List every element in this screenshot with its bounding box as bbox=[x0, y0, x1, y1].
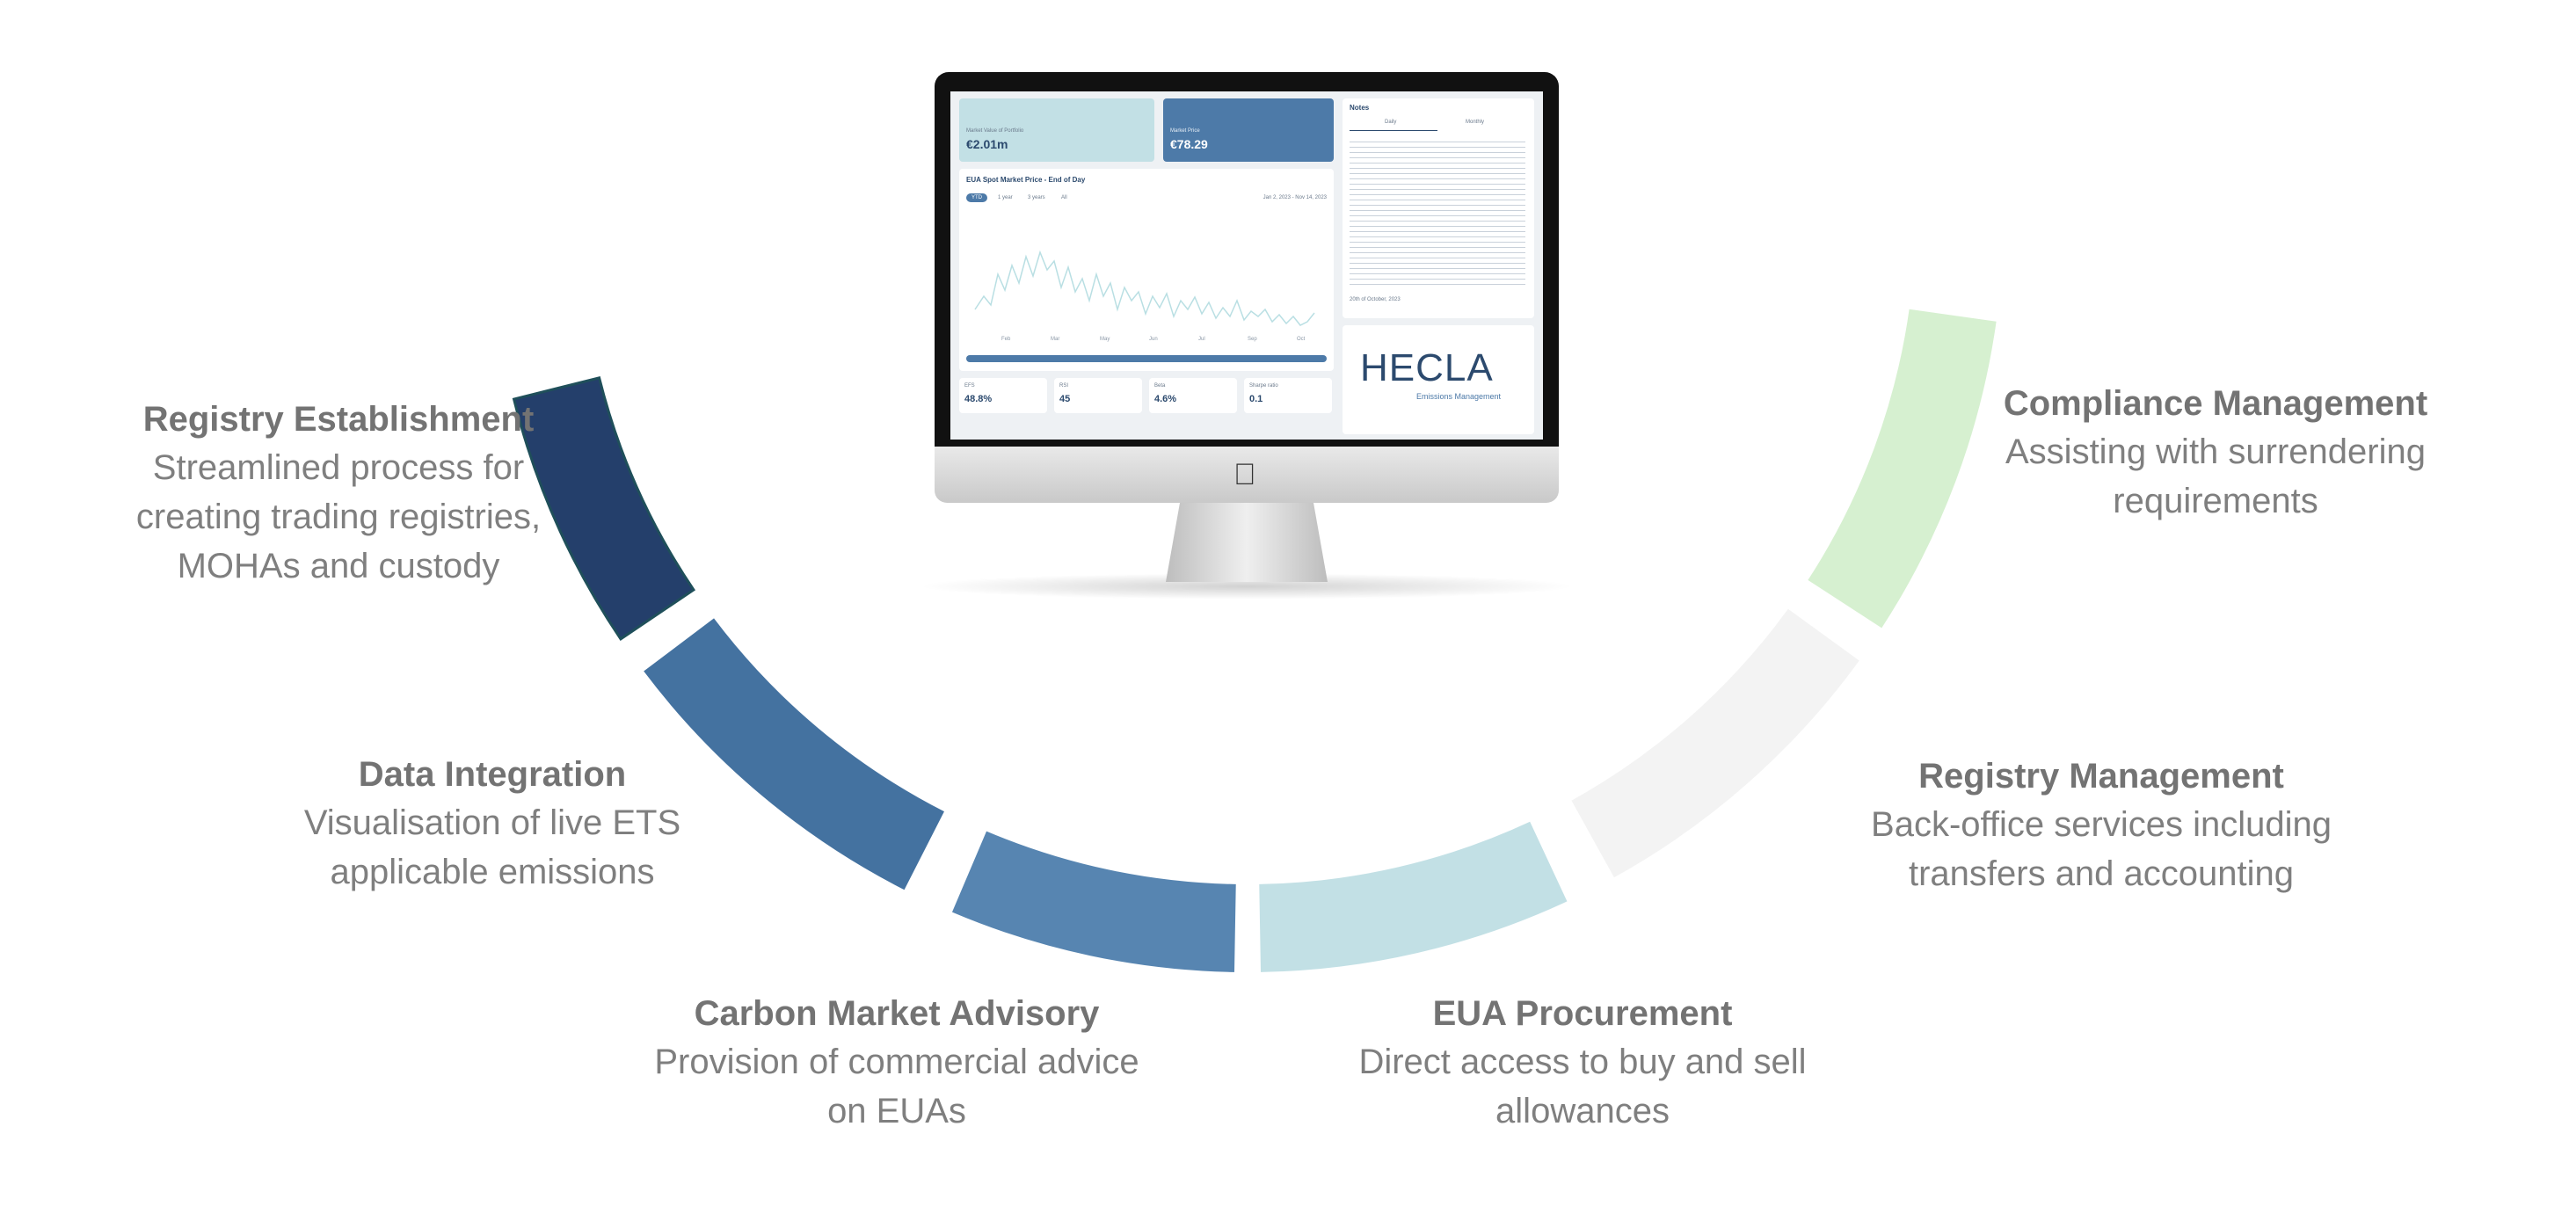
stat-card: EFS 48.8% bbox=[959, 378, 1047, 413]
x-tick-label: May bbox=[1100, 337, 1110, 342]
label-carbon-market-advisory: Carbon Market Advisory Provision of comm… bbox=[615, 990, 1178, 1136]
arc-segment-registry-management bbox=[1571, 608, 1859, 878]
x-tick-label: Oct bbox=[1297, 337, 1306, 342]
monitor-chin bbox=[935, 447, 1559, 503]
range-tab-all[interactable]: All bbox=[1061, 195, 1067, 200]
x-tick-label: Jun bbox=[1149, 337, 1158, 342]
data-integration-title: Data Integration bbox=[358, 755, 627, 794]
stat-label: Beta bbox=[1154, 383, 1166, 389]
eua-procurement-title: EUA Procurement bbox=[1432, 994, 1733, 1033]
chart-title: EUA Spot Market Price - End of Day bbox=[966, 176, 1086, 184]
stat-card: Sharpe ratio 0.1 bbox=[1244, 378, 1332, 413]
notes-date: 20th of October, 2023 bbox=[1350, 297, 1401, 302]
price-line bbox=[974, 250, 1315, 326]
registry-establishment-title: Registry Establishment bbox=[142, 400, 535, 439]
x-tick-label: Mar bbox=[1051, 337, 1059, 342]
compliance-management-desc-1: Assisting with surrendering bbox=[2005, 432, 2426, 471]
registry-establishment-desc-3: MOHAs and custody bbox=[177, 547, 500, 585]
arc-segment-registry-establishment bbox=[512, 376, 696, 641]
compliance-management-desc-2: requirements bbox=[2113, 482, 2318, 520]
monitor-stand bbox=[1166, 503, 1328, 582]
arc-segment-eua-procurement bbox=[1259, 821, 1568, 972]
carbon-market-advisory-title: Carbon Market Advisory bbox=[694, 994, 1100, 1033]
arc-segment-compliance-management bbox=[1808, 309, 1997, 629]
label-eua-procurement: EUA Procurement Direct access to buy and… bbox=[1301, 990, 1864, 1136]
data-integration-desc-1: Visualisation of live ETS bbox=[303, 803, 681, 842]
stat-label: Sharpe ratio bbox=[1249, 383, 1278, 389]
chart-range-slider[interactable] bbox=[966, 355, 1327, 362]
compliance-management-title: Compliance Management bbox=[2003, 384, 2428, 423]
brand-subtitle: Emissions Management bbox=[1416, 392, 1502, 401]
stat-card: RSI 45 bbox=[1054, 378, 1142, 413]
registry-management-desc-2: transfers and accounting bbox=[1908, 854, 2295, 893]
kpi-portfolio-value: €2.01m bbox=[966, 137, 1008, 151]
registry-management-desc-1: Back-office services including bbox=[1871, 805, 2332, 844]
stat-value: 4.6% bbox=[1154, 394, 1177, 404]
kpi-card-portfolio: Market Value of Portfolio €2.01m bbox=[959, 98, 1154, 162]
x-tick-label: Feb bbox=[1001, 337, 1011, 342]
label-data-integration: Data Integration Visualisation of live E… bbox=[246, 751, 739, 897]
price-line-chart: Feb Mar May Jun Jul Sep Oct bbox=[974, 250, 1315, 342]
notes-text-block bbox=[1350, 139, 1525, 288]
range-tab-ytd[interactable]: YTD bbox=[966, 193, 987, 202]
eua-procurement-desc-2: allowances bbox=[1495, 1092, 1670, 1130]
registry-management-title: Registry Management bbox=[1918, 757, 2284, 796]
kpi-price-value: €78.29 bbox=[1170, 137, 1208, 151]
stat-value: 45 bbox=[1059, 394, 1071, 404]
stat-card: Beta 4.6% bbox=[1149, 378, 1237, 413]
price-chart-card: EUA Spot Market Price - End of Day Jan 2… bbox=[959, 169, 1334, 371]
kpi-price-label: Market Price bbox=[1170, 128, 1200, 134]
label-registry-establishment: Registry Establishment Streamlined proce… bbox=[92, 396, 585, 591]
eua-procurement-desc-1: Direct access to buy and sell bbox=[1358, 1043, 1807, 1081]
stat-value: 48.8% bbox=[964, 394, 993, 404]
notes-tab-daily[interactable]: Daily bbox=[1385, 120, 1397, 125]
brand-logo-text: HECLA bbox=[1360, 346, 1494, 389]
chart-date-range: Jan 2, 2023 - Nov 14, 2023 bbox=[1263, 195, 1327, 200]
apple-logo-icon:  bbox=[1233, 457, 1256, 492]
stat-label: RSI bbox=[1059, 383, 1069, 389]
data-integration-desc-2: applicable emissions bbox=[330, 853, 655, 891]
brand-card: HECLA Emissions Management bbox=[1343, 325, 1534, 434]
kpi-portfolio-label: Market Value of Portfolio bbox=[966, 128, 1024, 134]
stat-value: 0.1 bbox=[1249, 394, 1263, 404]
range-tab-3y[interactable]: 3 years bbox=[1028, 195, 1045, 200]
range-tab-1y[interactable]: 1 year bbox=[998, 195, 1013, 200]
label-compliance-management: Compliance Management Assisting with sur… bbox=[1934, 380, 2497, 526]
x-tick-label: Sep bbox=[1248, 337, 1257, 342]
x-tick-label: Jul bbox=[1198, 337, 1205, 342]
notes-tab-monthly[interactable]: Monthly bbox=[1466, 120, 1485, 125]
stat-label: EFS bbox=[964, 383, 975, 389]
dashboard-screen: Market Value of Portfolio €2.01m Market … bbox=[950, 91, 1543, 440]
notes-tab-underline bbox=[1350, 130, 1437, 131]
notes-card: Notes Daily Monthly 20th of October, 202… bbox=[1343, 98, 1534, 318]
registry-establishment-desc-1: Streamlined process for bbox=[152, 448, 525, 487]
kpi-card-price: Market Price €78.29 bbox=[1163, 98, 1334, 162]
carbon-market-advisory-desc-2: on EUAs bbox=[827, 1092, 966, 1130]
label-registry-management: Registry Management Back-office services… bbox=[1820, 752, 2383, 898]
notes-title: Notes bbox=[1350, 104, 1370, 112]
registry-establishment-desc-2: creating trading registries, bbox=[135, 498, 542, 536]
arc-segment-data-integration bbox=[644, 618, 944, 890]
carbon-market-advisory-desc-1: Provision of commercial advice bbox=[654, 1043, 1139, 1081]
monitor-mockup: Market Value of Portfolio €2.01m Market … bbox=[917, 72, 1576, 600]
arc-segment-carbon-market-advisory bbox=[951, 831, 1236, 972]
